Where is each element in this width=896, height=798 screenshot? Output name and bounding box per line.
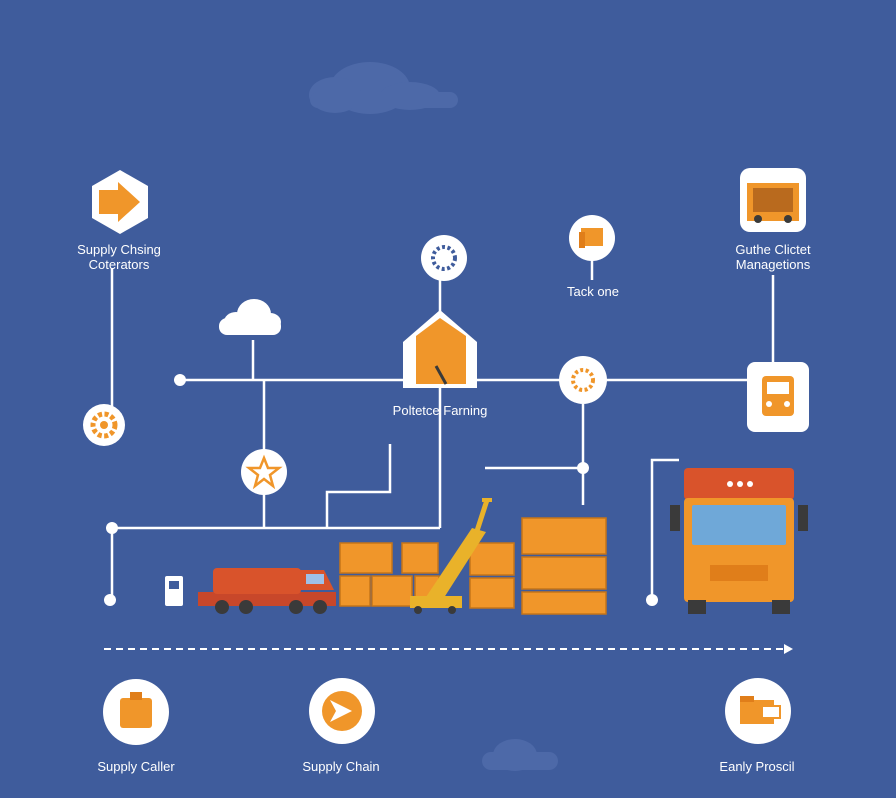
fuel-pump-icon (165, 576, 183, 606)
label-supply-chain-collectors: Supply Chsing Coterators (77, 242, 161, 272)
arrow-right-icon (92, 170, 148, 234)
star-icon (241, 449, 287, 495)
delivery-truck-icon (670, 468, 808, 614)
folder-icon (569, 215, 615, 261)
chevron-icon (309, 678, 375, 744)
gear-icon (83, 404, 125, 446)
truck-box-icon (740, 168, 806, 232)
warehouse-icon (403, 310, 477, 388)
junction-dots (104, 374, 658, 606)
label-supply-chain: Supply Chain (302, 759, 380, 774)
cog-junction-icon (559, 356, 607, 404)
connector-lines (110, 258, 775, 600)
label-supply-caller: Supply Caller (97, 759, 175, 774)
bg-cloud-icon (309, 62, 458, 114)
cloud-icon (219, 299, 281, 335)
package-icon (103, 679, 169, 745)
timeline-arrow (104, 644, 793, 654)
label-early-process: Eanly Proscil (719, 759, 795, 774)
crane-icon (410, 498, 492, 614)
truck-front-icon (747, 362, 809, 432)
tanker-truck-icon (198, 568, 336, 614)
label-polite-farming: Poltetce Farning (392, 403, 488, 418)
label-track-one: Tack one (566, 284, 620, 299)
settings-cog-icon (421, 235, 467, 281)
bg-cloud-small-icon (482, 739, 558, 771)
crate-stack-icon (339, 517, 607, 615)
folder-open-icon (725, 678, 791, 744)
label-guide-client-management: Guthe Clictet Managetions (735, 242, 811, 272)
